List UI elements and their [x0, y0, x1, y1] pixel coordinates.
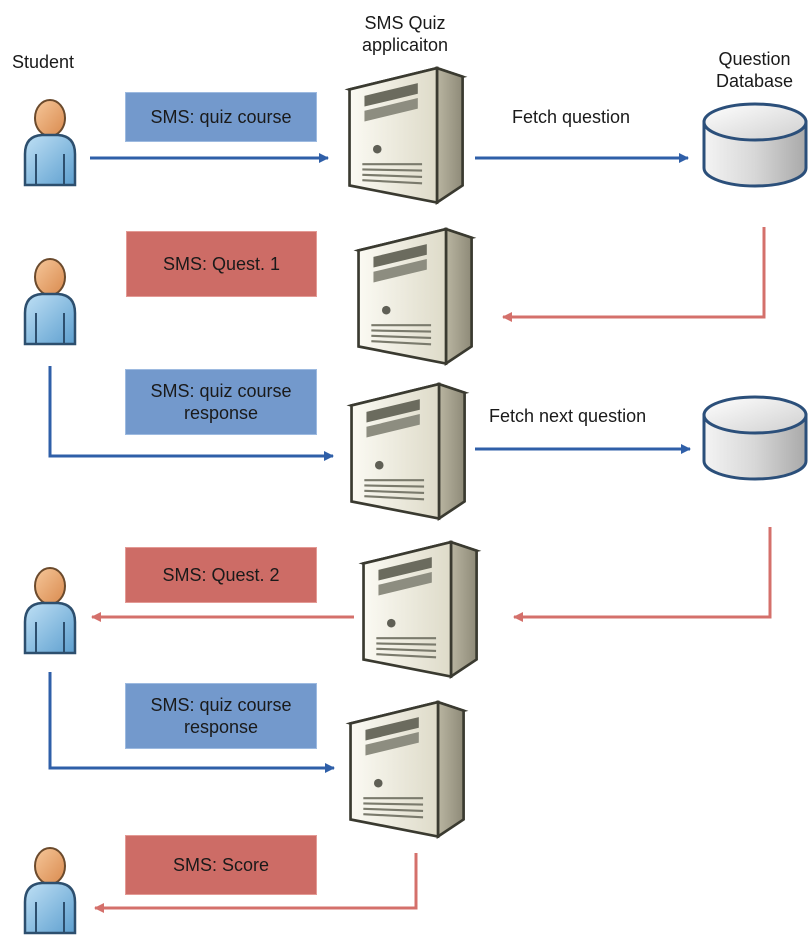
person-icon — [20, 92, 80, 187]
message-quest-1: SMS: Quest. 1 — [126, 231, 317, 297]
server-tower-icon — [343, 382, 471, 526]
person-icon — [20, 251, 80, 346]
arrow-student-to-app-2 — [48, 366, 334, 461]
message-quiz-course-text: SMS: quiz course — [150, 107, 292, 127]
database-cylinder-icon — [700, 393, 809, 483]
app-label-line1: SMS Quiz — [364, 13, 446, 33]
message-quest-2: SMS: Quest. 2 — [125, 547, 317, 603]
fetch-question-label: Fetch question — [512, 107, 631, 127]
arrow-student-to-app-3 — [48, 672, 335, 773]
person-icon — [20, 560, 80, 655]
db-label-line1: Question — [718, 49, 791, 69]
arrow-db-to-app-1 — [502, 227, 766, 322]
message-quiz-course-response-1: SMS: quiz course response — [125, 369, 317, 435]
message-quiz-course-response-2: SMS: quiz course response — [125, 683, 317, 749]
fetch-next-question-label: Fetch next question — [489, 406, 647, 426]
app-label-line2: applicaiton — [361, 35, 449, 55]
message-quiz-course: SMS: quiz course — [125, 92, 317, 142]
message-response-1-line2: response — [183, 403, 259, 423]
message-response-1-line1: SMS: quiz course — [150, 381, 292, 401]
server-tower-icon — [342, 700, 470, 844]
database-cylinder-icon — [700, 100, 809, 190]
db-label-line2: Database — [715, 71, 794, 91]
person-icon — [20, 840, 80, 935]
server-tower-icon — [341, 66, 469, 210]
arrow-app-to-student-2 — [94, 853, 418, 913]
message-response-2-line2: response — [183, 717, 259, 737]
message-response-2-line1: SMS: quiz course — [150, 695, 292, 715]
server-tower-icon — [355, 540, 483, 684]
message-quest-1-text: SMS: Quest. 1 — [162, 254, 281, 274]
message-score-text: SMS: Score — [172, 855, 270, 875]
arrow-db-to-app-2 — [513, 527, 772, 622]
server-tower-icon — [350, 227, 478, 371]
message-quest-2-text: SMS: Quest. 2 — [162, 565, 280, 585]
message-score: SMS: Score — [125, 835, 317, 895]
student-label: Student — [12, 52, 75, 72]
